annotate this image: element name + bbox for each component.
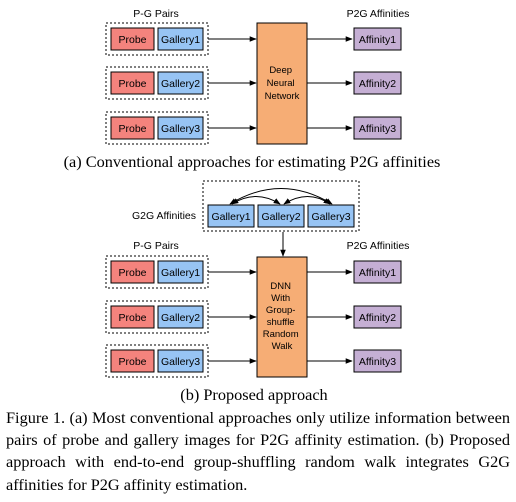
probe-box (110, 260, 155, 284)
figure-caption: Figure 1. (a) Most conventional approach… (6, 408, 510, 494)
network-label: Deep Neural Network (265, 65, 300, 102)
affinity-box (353, 27, 402, 51)
gallery-box (157, 27, 204, 51)
affinity-label: Affinity1 (359, 34, 396, 46)
g2g-gallery-label: Gallery1 (211, 211, 250, 223)
probe-label: Probe (118, 34, 146, 46)
affinity-box (353, 349, 402, 373)
gallery-label: Gallery1 (161, 34, 200, 46)
g2g-arrow-2-3 (283, 196, 331, 205)
probe-label: Probe (118, 267, 146, 279)
affinity-box (353, 116, 402, 140)
dnn-label-line: With (271, 293, 290, 304)
gallery-label: Gallery1 (161, 267, 200, 279)
g2g-gallery-box (207, 204, 255, 228)
probe-box (110, 71, 155, 95)
g2g-gallery-box (257, 204, 305, 228)
affinity-label: Affinity3 (359, 356, 396, 368)
affinity-label: Affinity2 (359, 312, 396, 324)
g2g-gallery-label: Gallery3 (311, 211, 350, 223)
g2g-gallery-box (307, 204, 355, 228)
gallery-box (157, 305, 204, 329)
probe-label: Probe (118, 356, 146, 368)
panel-a: P-G Pairs P2G Affinities Probe Gallery1 … (64, 8, 441, 171)
network-label-line: Neural (267, 78, 295, 89)
pg-pairs-title: P-G Pairs (133, 8, 179, 20)
panel-a-caption: (a) Conventional approaches for estimati… (64, 152, 441, 171)
network-label-line: Deep (269, 65, 292, 76)
g2g-arrow-1-3 (229, 188, 333, 205)
p2g-affinities-title: P2G Affinities (347, 8, 410, 20)
probe-label: Probe (118, 78, 146, 90)
affinity-box (353, 71, 402, 95)
g2g-dotted-frame (202, 180, 360, 232)
g2g-affinities-title: G2G Affinities (132, 210, 196, 222)
network-label-line: Network (265, 91, 300, 102)
pg-pair-2: Probe Gallery2 (105, 300, 209, 334)
dnn-label-line: Random (263, 329, 299, 340)
affinity-label: Affinity3 (359, 123, 396, 135)
gallery-box (157, 116, 204, 140)
probe-box (110, 27, 155, 51)
dnn-label: DNN With Group- shuffle Random Walk (263, 281, 302, 352)
probe-label: Probe (118, 312, 146, 324)
panel-b: G2G Affinities Gallery1 Gallery2 Gallery… (105, 180, 410, 404)
affinity-box (353, 305, 402, 329)
probe-box (110, 305, 155, 329)
pg-pairs-title: P-G Pairs (133, 240, 179, 252)
dnn-random-walk-box (256, 256, 308, 378)
probe-label: Probe (118, 123, 146, 135)
probe-box (110, 116, 155, 140)
pg-pair-3: Probe Gallery3 (105, 344, 209, 378)
gallery-label: Gallery3 (161, 356, 200, 368)
p2g-affinities-title: P2G Affinities (347, 240, 410, 252)
gallery-box (157, 349, 204, 373)
g2g-arrow-1-2 (231, 196, 281, 205)
pg-pair-2: Probe Gallery2 (105, 66, 209, 100)
dnn-label-line: Walk (272, 341, 293, 352)
pg-pair-1: Probe Gallery1 (105, 22, 209, 56)
gallery-label: Gallery2 (161, 78, 200, 90)
gallery-box (157, 71, 204, 95)
probe-box (110, 349, 155, 373)
gallery-label: Gallery3 (161, 123, 200, 135)
panel-b-caption: (b) Proposed approach (180, 385, 327, 404)
pg-pair-1: Probe Gallery1 (105, 255, 209, 289)
affinity-label: Affinity2 (359, 78, 396, 90)
affinity-box (353, 260, 402, 284)
affinity-label: Affinity1 (359, 267, 396, 279)
dnn-label-line: shuffle (267, 317, 295, 328)
g2g-gallery-label: Gallery2 (261, 211, 300, 223)
dnn-label-line: DNN (270, 281, 291, 292)
gallery-label: Gallery2 (161, 312, 200, 324)
dnn-label-line: Group- (266, 305, 296, 316)
pg-pair-3: Probe Gallery3 (105, 111, 209, 145)
gallery-box (157, 260, 204, 284)
